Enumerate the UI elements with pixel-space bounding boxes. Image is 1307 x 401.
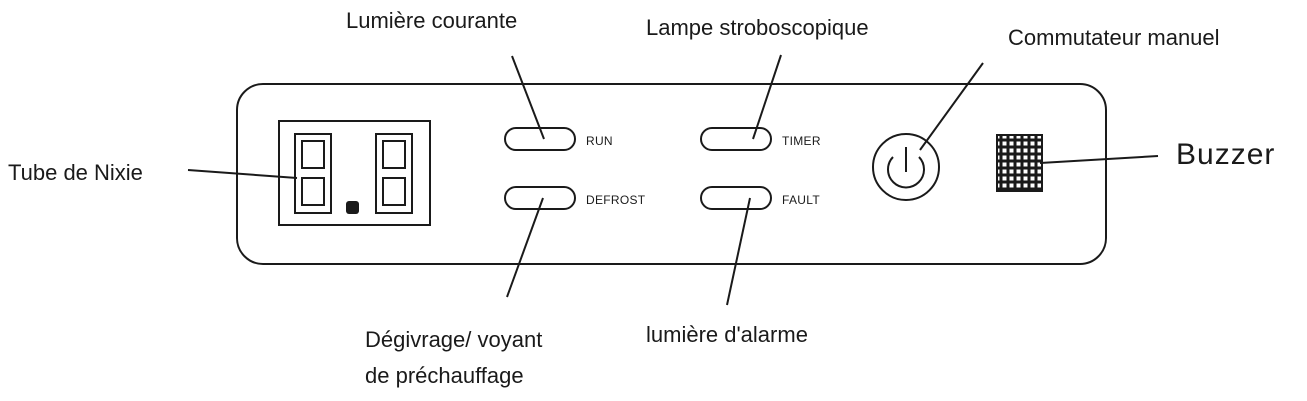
led-label-fault: FAULT <box>782 193 820 207</box>
leader-running-light <box>511 55 545 140</box>
callout-running-light: Lumière courante <box>346 8 518 33</box>
display-digit <box>375 133 413 214</box>
callout-defrost-light: Dégivrage/ voyant de préchauffage <box>365 322 625 394</box>
display-digit <box>294 133 332 214</box>
callout-defrost-light-line2: de préchauffage <box>365 363 524 388</box>
leader-alarm-light <box>726 197 751 306</box>
led-label-run: RUN <box>586 134 613 148</box>
led-label-timer: TIMER <box>782 134 821 148</box>
led-label-defrost: DEFROST <box>586 193 646 207</box>
leader-strobe-lamp <box>752 54 782 140</box>
callout-alarm-light: lumière d'alarme <box>646 322 808 347</box>
led-timer <box>700 127 772 151</box>
led-fault <box>700 186 772 210</box>
speaker-grille-icon <box>996 134 1043 192</box>
leader-manual-switch <box>919 62 984 151</box>
leader-buzzer <box>1039 155 1159 164</box>
callout-nixie-tube: Tube de Nixie <box>8 160 143 185</box>
display-decimal-point <box>346 201 359 214</box>
callout-strobe-lamp: Lampe stroboscopique <box>646 15 869 40</box>
leader-nixie-tube <box>187 169 298 179</box>
nixie-display <box>278 120 431 226</box>
power-icon[interactable] <box>872 133 940 201</box>
callout-buzzer: Buzzer <box>1176 138 1276 171</box>
callout-defrost-light-line1: Dégivrage/ voyant <box>365 327 543 352</box>
leader-defrost-light <box>506 197 544 298</box>
callout-manual-switch: Commutateur manuel <box>1008 25 1220 50</box>
